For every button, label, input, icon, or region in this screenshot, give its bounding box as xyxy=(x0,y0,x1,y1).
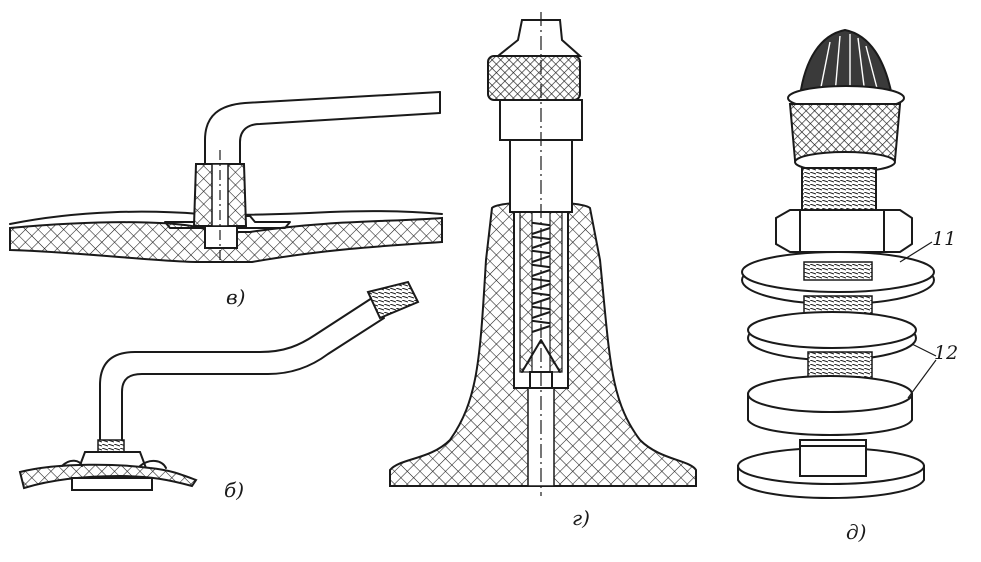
callout-12: 12 xyxy=(934,342,959,364)
leader-11 xyxy=(899,241,933,263)
figure-label-d: д) xyxy=(846,520,867,544)
figure-g-rubber-base-valve xyxy=(389,12,697,496)
callout-11: 11 xyxy=(932,228,957,250)
leader-12a xyxy=(911,343,937,357)
threaded-tip xyxy=(366,280,420,320)
figure-d-valve-assembly xyxy=(737,28,937,499)
figure-label-v: в) xyxy=(226,285,246,309)
figure-label-g: г) xyxy=(572,506,590,530)
figure-label-b: б) xyxy=(224,478,245,502)
figure-v-tube-valve xyxy=(9,91,443,263)
hex-nut xyxy=(775,209,913,253)
knurled-cap xyxy=(487,55,581,101)
leader-12b xyxy=(907,359,937,399)
figure-b-curved-valve xyxy=(18,280,420,491)
